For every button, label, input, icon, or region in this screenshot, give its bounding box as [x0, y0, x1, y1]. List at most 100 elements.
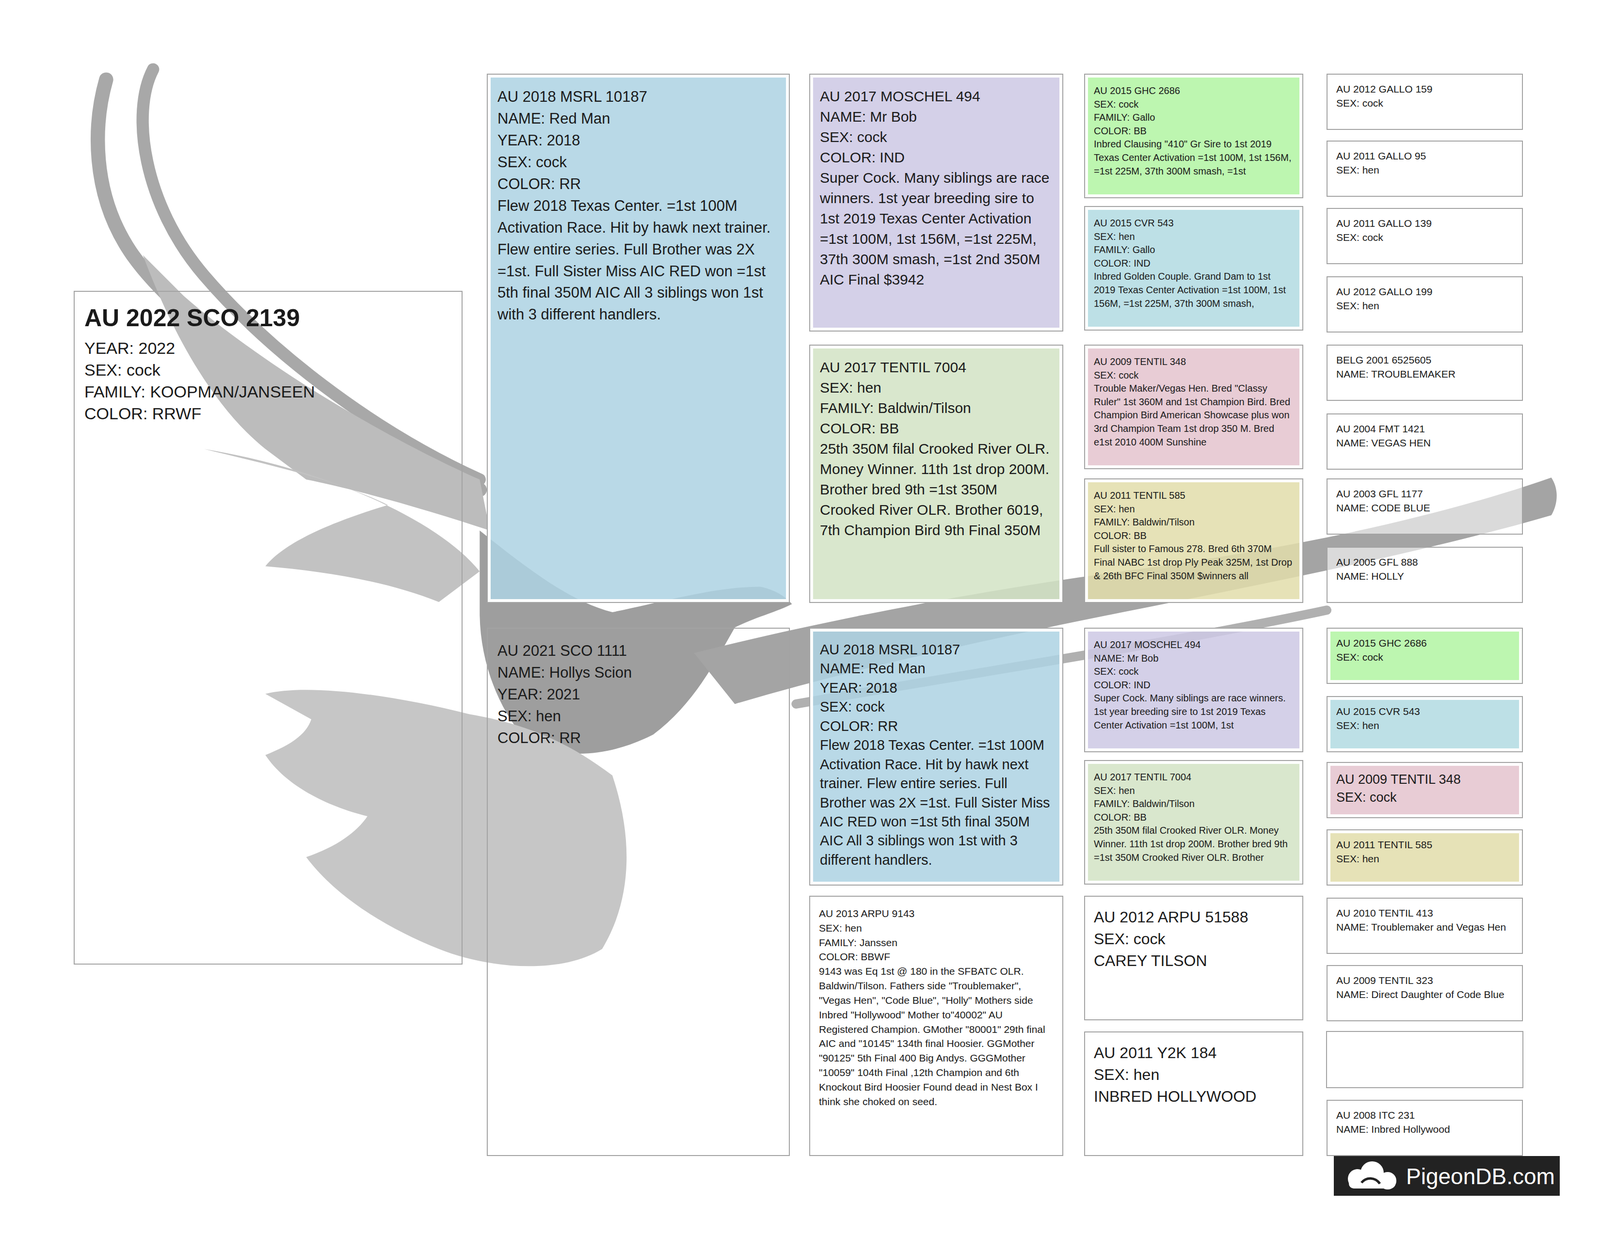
band-number: AU 2017 MOSCHEL 494 — [1093, 638, 1294, 653]
bird-info: COLOR: IND — [1093, 256, 1294, 271]
band-number: AU 2003 GFL 1177 — [1336, 487, 1514, 502]
pedigree-box: AU 2009 TENTIL 348SEX: cockTrouble Maker… — [1084, 344, 1304, 470]
band-number: AU 2005 GFL 888 — [1336, 555, 1514, 570]
bird-info: SEX: cock — [1336, 96, 1514, 111]
bird-info: COLOR: RR — [497, 173, 780, 196]
bird-info: Inbred Golden Couple. Grand Dam to 1st 2… — [1093, 270, 1294, 311]
band-number: AU 2011 TENTIL 585 — [1093, 489, 1294, 503]
pedigree-box: AU 2011 GALLO 139SEX: cock — [1326, 208, 1523, 265]
band-number: AU 2009 TENTIL 348 — [1093, 355, 1294, 369]
band-number: AU 2018 MSRL 10187 — [497, 86, 780, 109]
bird-info: NAME: Direct Daughter of Code Blue — [1336, 988, 1514, 1003]
band-number: AU 2011 TENTIL 585 — [1336, 838, 1514, 853]
band-number: AU 2012 GALLO 159 — [1336, 82, 1514, 97]
bird-info: NAME: VEGAS HEN — [1336, 436, 1514, 451]
pedigree-box: AU 2017 TENTIL 7004SEX: henFAMILY: Baldw… — [809, 344, 1064, 604]
bird-info: SEX: hen — [1093, 230, 1294, 244]
bird-info: SEX: cock — [1093, 665, 1294, 679]
pedigree-box: AU 2008 ITC 231NAME: Inbred Hollywood — [1326, 1100, 1523, 1157]
bird-info: SEX: cock — [1093, 97, 1294, 112]
bird-info: Flew 2018 Texas Center. =1st 100M Activa… — [819, 736, 1053, 870]
pedigree-box: AU 2021 SCO 1111NAME: Hollys ScionYEAR: … — [486, 627, 790, 1157]
pedigree-box: AU 2012 ARPU 51588SEX: cockCAREY TILSON — [1084, 896, 1304, 1021]
bird-info: SEX: hen — [497, 705, 780, 728]
band-number: AU 2008 ITC 231 — [1336, 1108, 1514, 1123]
pedigree-box: AU 2017 TENTIL 7004SEX: henFAMILY: Baldw… — [1084, 760, 1304, 885]
bird-info: YEAR: 2022 — [84, 337, 452, 360]
bird-info: NAME: CODE BLUE — [1336, 501, 1514, 516]
band-number: AU 2004 FMT 1421 — [1336, 422, 1514, 437]
band-number: AU 2017 TENTIL 7004 — [819, 357, 1053, 378]
band-number: AU 2011 Y2K 184 — [1093, 1042, 1294, 1065]
bird-info: SEX: cock — [84, 359, 452, 382]
pedigree-box: AU 2015 GHC 2686SEX: cock — [1326, 627, 1523, 685]
bird-info: FAMILY: Baldwin/Tilson — [1093, 515, 1294, 530]
pedigree-box: AU 2010 TENTIL 413NAME: Troublemaker and… — [1326, 897, 1523, 955]
band-number: AU 2015 CVR 543 — [1336, 704, 1514, 720]
bird-info: SEX: cock — [819, 697, 1053, 717]
pedigree-box: AU 2009 TENTIL 348SEX: cock — [1326, 762, 1523, 819]
band-number: AU 2017 TENTIL 7004 — [1093, 770, 1294, 785]
bird-info: FAMILY: KOOPMAN/JANSEEN — [84, 381, 452, 403]
band-number: AU 2022 SCO 2139 — [84, 302, 452, 335]
bird-info: YEAR: 2018 — [819, 678, 1053, 698]
bird-info: NAME: TROUBLEMAKER — [1336, 367, 1514, 382]
bird-info: SEX: hen — [1336, 852, 1514, 867]
band-number: AU 2015 CVR 543 — [1093, 216, 1294, 231]
pedigree-box: AU 2017 MOSCHEL 494NAME: Mr BobSEX: cock… — [809, 73, 1064, 332]
bird-info: Inbred Clausing "410" Gr Sire to 1st 201… — [1093, 137, 1294, 178]
bird-silhouette — [97, 69, 1557, 967]
bird-info: SEX: hen — [1336, 163, 1514, 178]
bird-info: COLOR: BB — [1093, 811, 1294, 825]
bird-info: SEX: hen — [1093, 1064, 1294, 1087]
bird-info: SEX: cock — [819, 127, 1053, 148]
bird-info: COLOR: RR — [497, 727, 780, 750]
bird-info: YEAR: 2021 — [497, 684, 780, 706]
bird-info: COLOR: BB — [819, 418, 1053, 439]
pedigree-box: AU 2005 GFL 888NAME: HOLLY — [1326, 546, 1523, 604]
bird-info: SEX: cock — [1336, 230, 1514, 245]
pedigree-box: BELG 2001 6525605NAME: TROUBLEMAKER — [1326, 344, 1523, 401]
bird-info: Super Cock. Many siblings are race winne… — [1093, 691, 1294, 733]
band-number: AU 2017 MOSCHEL 494 — [819, 86, 1053, 107]
band-number: AU 2018 MSRL 10187 — [819, 640, 1053, 660]
bird-info: SEX: cock — [1336, 788, 1514, 807]
pedigree-box: AU 2011 GALLO 95SEX: hen — [1326, 140, 1523, 197]
pedigree-box: AU 2011 TENTIL 585SEX: hen — [1326, 829, 1523, 886]
band-number: AU 2012 GALLO 199 — [1336, 285, 1514, 300]
pedigree-box: AU 2015 GHC 2686SEX: cockFAMILY: GalloCO… — [1084, 73, 1304, 199]
bird-info: 9143 was Eq 1st @ 180 in the SFBATC OLR.… — [818, 964, 1054, 1109]
pedigree-box: AU 2018 MSRL 10187NAME: Red ManYEAR: 201… — [486, 73, 790, 604]
pedigree-box: AU 2012 GALLO 199SEX: hen — [1326, 276, 1523, 333]
band-number: AU 2011 GALLO 95 — [1336, 149, 1514, 164]
bird-info: COLOR: BB — [1093, 529, 1294, 544]
bird-info: SEX: cock — [1093, 368, 1294, 383]
pedigree-box: AU 2009 TENTIL 323NAME: Direct Daughter … — [1326, 965, 1523, 1022]
pedigree-box: AU 2015 CVR 543SEX: hen — [1326, 696, 1523, 753]
band-number: AU 2015 GHC 2686 — [1093, 84, 1294, 98]
pedigree-box: AU 2018 MSRL 10187NAME: Red ManYEAR: 201… — [809, 627, 1064, 886]
pedigree-box: AU 2013 ARPU 9143SEX: henFAMILY: Janssen… — [809, 896, 1064, 1157]
bird-info: COLOR: RR — [819, 717, 1053, 736]
bird-info: 25th 350M filal Crooked River OLR. Money… — [819, 438, 1053, 541]
bird-info: SEX: hen — [1336, 719, 1514, 734]
bird-info: SEX: hen — [819, 377, 1053, 399]
bird-info: SEX: cock — [1093, 928, 1294, 951]
band-number: AU 2013 ARPU 9143 — [818, 906, 1054, 922]
bird-info: NAME: Troublemaker and Vegas Hen — [1336, 920, 1514, 935]
bird-info: FAMILY: Janssen — [818, 935, 1054, 951]
bird-info: 25th 350M filal Crooked River OLR. Money… — [1093, 824, 1294, 865]
pedigree-box: AU 2003 GFL 1177NAME: CODE BLUE — [1326, 478, 1523, 535]
bird-info: SEX: cock — [497, 151, 780, 174]
bird-info: NAME: Inbred Hollywood — [1336, 1122, 1514, 1137]
bird-info: Flew 2018 Texas Center. =1st 100M Activa… — [497, 195, 780, 327]
bird-info: FAMILY: Gallo — [1093, 243, 1294, 257]
bird-info: COLOR: BB — [1093, 124, 1294, 139]
bird-info: NAME: HOLLY — [1336, 569, 1514, 584]
bird-info: NAME: Red Man — [497, 108, 780, 130]
bird-info: SEX: hen — [818, 921, 1054, 936]
bird-info: SEX: hen — [1093, 784, 1294, 799]
logo-badge — [1333, 1156, 1560, 1197]
band-number: AU 2009 TENTIL 323 — [1336, 974, 1514, 989]
bird-info: SEX: hen — [1093, 502, 1294, 517]
